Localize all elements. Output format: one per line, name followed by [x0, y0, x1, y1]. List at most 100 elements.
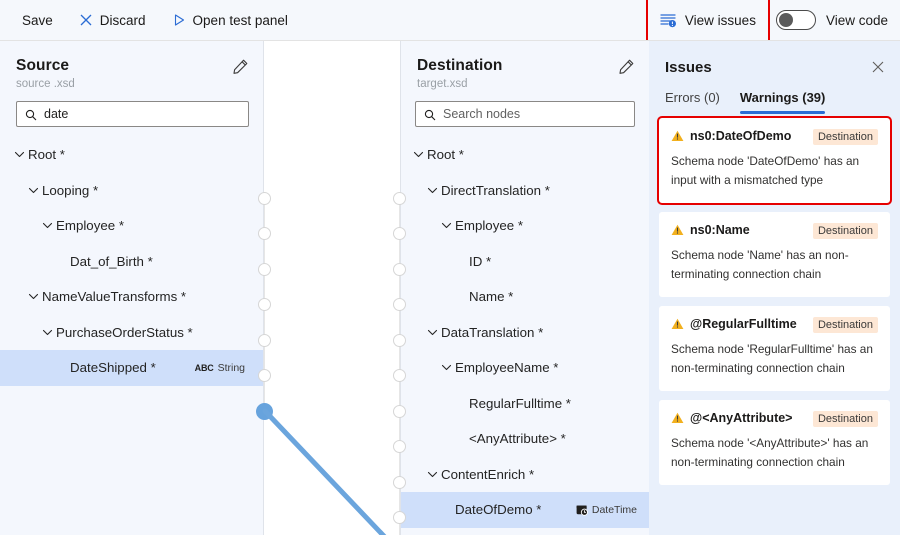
destination-tree-node[interactable]: <AnyAttribute> *	[401, 421, 649, 457]
destination-tree-node[interactable]: DateOfDemo * DateTime	[401, 492, 649, 528]
close-x-icon	[79, 13, 93, 27]
destination-tree-node[interactable]: Name *	[401, 279, 649, 315]
source-tree-node[interactable]: PurchaseOrderStatus *	[0, 315, 263, 351]
pencil-edit-icon[interactable]	[618, 58, 635, 75]
view-code-label: View code	[825, 12, 888, 28]
destination-node-label: Root *	[427, 147, 464, 163]
toolbar: Save Discard Open test panel	[0, 0, 900, 42]
destination-node-label: DateOfDemo *	[455, 502, 542, 518]
warning-triangle-icon	[671, 224, 684, 235]
mapping-canvas[interactable]: Source source .xsd Root * Looping * Employ…	[0, 40, 649, 535]
source-node-label: Dat_of_Birth *	[70, 253, 153, 269]
issues-list-icon	[660, 13, 677, 28]
search-icon	[25, 108, 37, 121]
destination-node-label: DataTranslation *	[441, 324, 544, 340]
calendar-clock-icon	[576, 505, 588, 516]
issue-name-text: @RegularFulltime	[690, 316, 797, 331]
destination-tree-node[interactable]: ContentEnrich *	[401, 457, 649, 493]
warning-triangle-icon	[671, 318, 684, 329]
source-tree-node[interactable]: Looping *	[0, 173, 263, 209]
source-tree-node[interactable]: NameValueTransforms *	[0, 279, 263, 315]
issue-description: Schema node 'RegularFulltime' has an non…	[671, 341, 873, 376]
source-node-label: Employee *	[56, 218, 124, 234]
issues-tabs: Errors (0) Warnings (39)	[649, 76, 900, 114]
source-tree-node[interactable]: Employee *	[0, 208, 263, 244]
discard-label: Discard	[99, 12, 146, 28]
destination-tree-node[interactable]: Root *	[401, 137, 649, 173]
destination-tree-node[interactable]: Employee *	[401, 208, 649, 244]
source-search-box[interactable]	[16, 101, 249, 127]
source-tree-node[interactable]: Dat_of_Birth *	[0, 244, 263, 280]
destination-panel-header: Destination target.xsd	[401, 41, 649, 90]
issue-name-text: @<AnyAttribute>	[690, 410, 793, 425]
issue-name-text: ns0:DateOfDemo	[690, 129, 792, 143]
toggle-knob	[778, 13, 793, 27]
destination-node-label: Employee *	[455, 218, 523, 234]
issue-description: Schema node 'DateOfDemo' has an input wi…	[671, 154, 860, 188]
view-issues-button[interactable]: View issues	[654, 6, 762, 34]
destination-node-label: <AnyAttribute> *	[469, 431, 566, 447]
destination-tree-node[interactable]: DataTranslation *	[401, 315, 649, 351]
source-search-input[interactable]	[44, 107, 240, 121]
issue-name-text: ns0:Name	[690, 222, 750, 237]
source-node-label: PurchaseOrderStatus *	[56, 324, 193, 340]
destination-tree: Root * DirectTranslation * Employee * ID * N…	[401, 137, 649, 528]
destination-tree-node[interactable]: DirectTranslation *	[401, 173, 649, 209]
destination-node-label: EmployeeName *	[455, 360, 559, 376]
destination-node-label: Name *	[469, 289, 514, 305]
source-panel-header: Source source .xsd	[0, 41, 263, 90]
warning-triangle-icon	[671, 130, 684, 141]
search-icon	[424, 108, 436, 121]
view-issues-region: View issues	[645, 0, 770, 42]
issues-tab[interactable]: Warnings (39)	[739, 90, 826, 114]
pencil-edit-icon[interactable]	[232, 58, 249, 75]
issue-card-header: ns0:Name Destination	[671, 222, 878, 239]
issues-title: Issues	[665, 59, 712, 76]
destination-node-label: DirectTranslation *	[441, 182, 550, 198]
abc-string-icon: ABC	[194, 362, 214, 373]
type-label: DateTime	[591, 503, 637, 516]
source-node-label: Looping *	[42, 182, 99, 198]
close-icon[interactable]	[870, 59, 886, 75]
source-node-label: Root *	[28, 147, 65, 163]
source-title: Source	[16, 57, 70, 74]
type-label: String	[217, 361, 245, 374]
destination-tree-node[interactable]: ID *	[401, 244, 649, 280]
destination-search-input[interactable]	[443, 107, 626, 121]
source-tree-node[interactable]: Root *	[0, 137, 263, 173]
view-code-toggle[interactable]	[775, 10, 816, 30]
discard-button[interactable]: Discard	[69, 5, 156, 35]
issue-scope-tag: Destination	[812, 129, 878, 145]
issue-scope-tag: Destination	[812, 222, 878, 239]
issues-tab[interactable]: Errors (0)	[665, 90, 720, 105]
issue-node-name: @RegularFulltime	[671, 317, 797, 331]
open-test-panel-label: Open test panel	[192, 12, 288, 28]
destination-tree-node[interactable]: RegularFulltime *	[401, 386, 649, 422]
issues-panel-header: Issues	[649, 41, 900, 76]
issue-node-name: ns0:Name	[671, 223, 750, 237]
destination-title: Destination	[417, 57, 503, 74]
connection-line[interactable]	[262, 408, 400, 535]
play-triangle-icon	[172, 13, 186, 27]
destination-panel: Destination target.xsd Root * DirectTrans…	[400, 41, 649, 535]
issue-card-header: @<AnyAttribute>Destination	[671, 410, 878, 427]
destination-node-type-badge: DateTime	[576, 504, 637, 516]
destination-node-label: ContentEnrich *	[441, 466, 535, 482]
connector-rail	[264, 198, 266, 411]
destination-subtitle: target.xsd	[417, 78, 468, 90]
destination-search-box[interactable]	[415, 101, 635, 127]
view-issues-label: View issues	[684, 12, 756, 28]
destination-tree-node[interactable]: EmployeeName *	[401, 350, 649, 386]
save-button[interactable]: Save	[12, 5, 63, 35]
view-code-region: View code	[775, 10, 888, 30]
save-label: Save	[22, 12, 53, 28]
open-test-panel-button[interactable]: Open test panel	[162, 5, 298, 35]
